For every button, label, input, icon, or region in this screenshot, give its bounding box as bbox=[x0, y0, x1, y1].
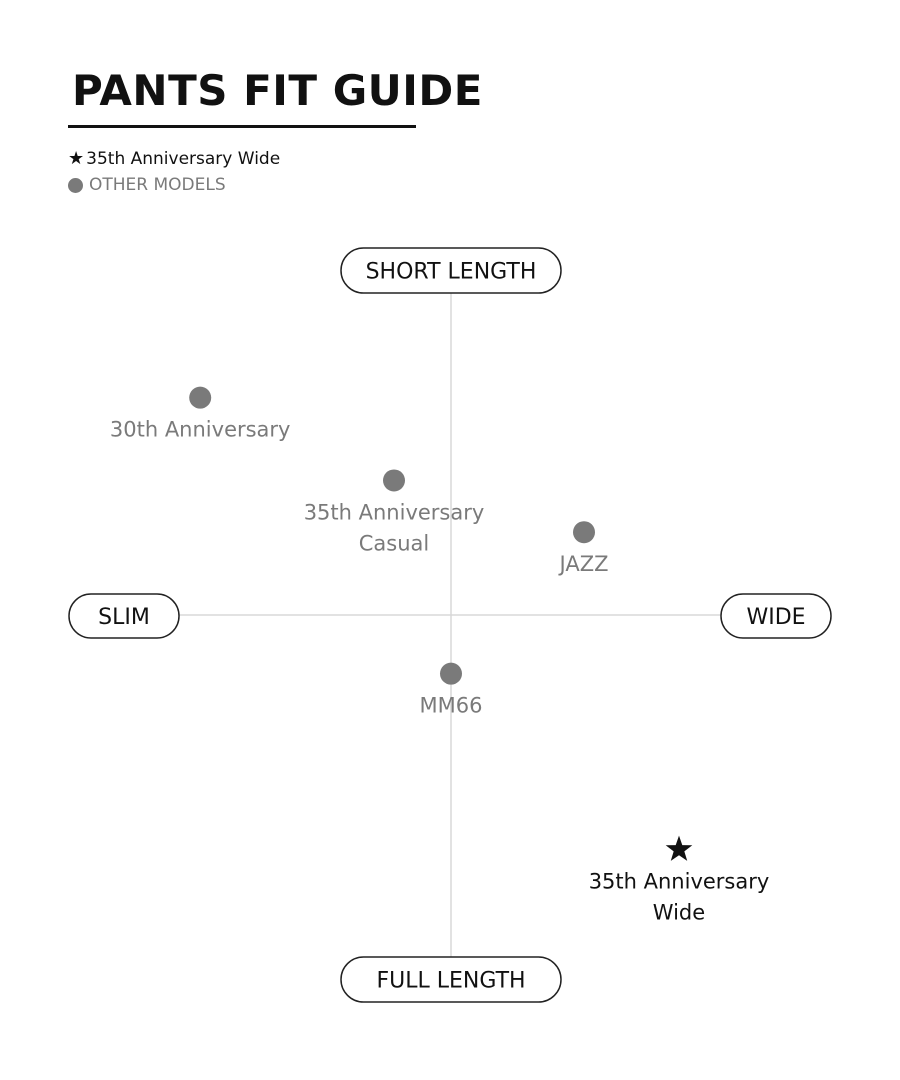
axis-label-full-length-outline bbox=[340, 956, 562, 1003]
title-underline bbox=[68, 125, 416, 128]
data-label: 30th Anniversary bbox=[110, 418, 291, 442]
axis-label-wide: WIDE bbox=[720, 593, 832, 639]
axis-label-wide-outline bbox=[720, 593, 832, 639]
data-point-jazz: JAZZ bbox=[558, 521, 609, 576]
axis-label-full-length-text: FULL LENGTH bbox=[376, 969, 525, 994]
dot-marker bbox=[573, 521, 595, 544]
data-label: JAZZ bbox=[558, 552, 609, 576]
data-label: Wide bbox=[653, 901, 705, 925]
star-icon: ★ bbox=[68, 148, 85, 169]
axis-label-slim: SLIM bbox=[68, 593, 180, 639]
axis-labels-layer: SHORT LENGTH FULL LENGTH SLIM WIDE bbox=[68, 247, 832, 1003]
legend-other: OTHER MODELS bbox=[68, 177, 226, 194]
dot-marker bbox=[440, 662, 462, 685]
axis-label-short-length-text: SHORT LENGTH bbox=[366, 260, 537, 285]
axis-label-wide-text: WIDE bbox=[746, 605, 805, 630]
data-label: Casual bbox=[359, 531, 430, 555]
data-point-30th-anniversary: 30th Anniversary bbox=[110, 386, 291, 442]
dot-marker bbox=[383, 469, 405, 492]
axis-label-slim-text: SLIM bbox=[98, 605, 150, 630]
dot-icon bbox=[68, 178, 83, 193]
axis-label-short-length-outline bbox=[340, 247, 562, 294]
star-marker bbox=[665, 835, 693, 861]
data-point-mm66: MM66 bbox=[420, 662, 483, 718]
data-label: 35th Anniversary bbox=[304, 500, 485, 524]
legend-highlight: ★ 35th Anniversary Wide bbox=[68, 150, 280, 168]
data-label: MM66 bbox=[420, 694, 483, 718]
axis-label-short-length: SHORT LENGTH bbox=[340, 247, 562, 294]
page-title: PANTS FIT GUIDE bbox=[72, 66, 483, 115]
legend-other-label: OTHER MODELS bbox=[89, 175, 226, 195]
axis-label-slim-outline bbox=[68, 593, 180, 639]
legend-highlight-label: 35th Anniversary Wide bbox=[86, 148, 281, 169]
axis-label-full-length: FULL LENGTH bbox=[340, 956, 562, 1003]
data-label: 35th Anniversary bbox=[589, 870, 770, 894]
axes-layer bbox=[124, 272, 776, 978]
dot-marker bbox=[189, 386, 212, 409]
